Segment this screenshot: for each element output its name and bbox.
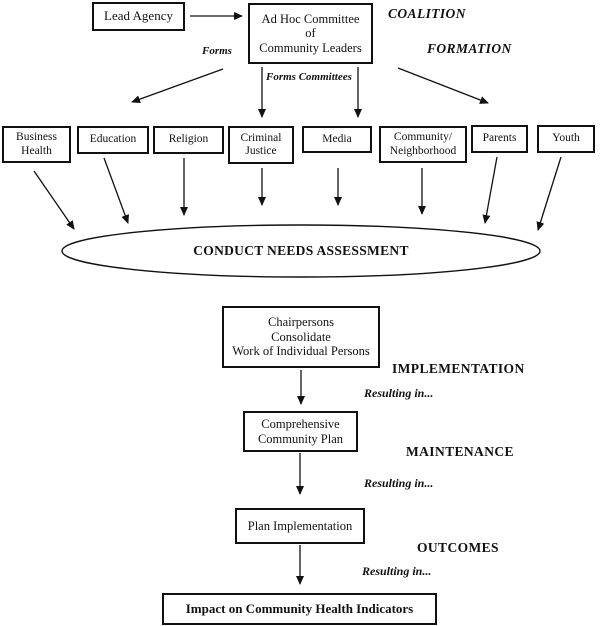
committee-label: Neighborhood bbox=[389, 144, 457, 157]
node-chairpersons: Chairpersons Consolidate Work of Individ… bbox=[222, 306, 380, 368]
node-ad-hoc-line1: Ad Hoc Committee bbox=[261, 11, 360, 26]
stage-label-implementation: IMPLEMENTATION bbox=[392, 361, 525, 376]
node-committee-business-health: Business Health bbox=[2, 126, 71, 163]
edge-label-resulting-in-3: Resulting in... bbox=[362, 564, 432, 578]
node-community-plan-line1: Comprehensive bbox=[261, 417, 340, 432]
node-committee-criminal-justice: Criminal Justice bbox=[228, 126, 294, 164]
committee-label: Community/ bbox=[393, 131, 453, 144]
arrow-business-to-ellipse bbox=[33, 170, 75, 230]
needs-assessment-ellipse bbox=[61, 224, 541, 278]
edge-label-forms-committees: Forms Committees bbox=[266, 71, 352, 83]
stage-label-outcomes: OUTCOMES bbox=[417, 540, 499, 555]
node-community-plan: Comprehensive Community Plan bbox=[243, 411, 358, 452]
node-chairpersons-line1: Chairpersons bbox=[268, 315, 334, 330]
stage-label-maintenance: MAINTENANCE bbox=[406, 444, 514, 459]
stage-label-coalition: COALITION bbox=[388, 6, 466, 21]
node-ad-hoc-line3: Community Leaders bbox=[259, 40, 362, 55]
edge-label-resulting-in-1: Resulting in... bbox=[364, 386, 434, 400]
arrow-parents-to-ellipse bbox=[482, 156, 498, 224]
node-committee-parents: Parents bbox=[471, 125, 528, 153]
committee-label: Youth bbox=[552, 132, 580, 145]
node-ad-hoc-line2: of bbox=[305, 26, 316, 41]
committee-label: Business bbox=[16, 131, 57, 144]
arrow-forms-left bbox=[131, 68, 224, 104]
committee-label: Media bbox=[322, 132, 352, 145]
node-chairpersons-line2: Consolidate bbox=[271, 329, 331, 344]
edge-label-forms: Forms bbox=[202, 45, 232, 57]
arrow-forms-right bbox=[397, 67, 489, 104]
node-plan-implementation-label: Plan Implementation bbox=[247, 518, 353, 533]
committee-label: Education bbox=[89, 133, 137, 146]
node-lead-agency-label: Lead Agency bbox=[104, 8, 173, 24]
node-impact-label: Impact on Community Health Indicators bbox=[185, 600, 414, 616]
node-committee-community-neighborhood: Community/ Neighborhood bbox=[379, 126, 467, 163]
node-plan-implementation: Plan Implementation bbox=[235, 508, 365, 544]
committee-label: Health bbox=[21, 144, 52, 157]
node-chairpersons-line3: Work of Individual Persons bbox=[232, 344, 370, 359]
node-needs-assessment-label: CONDUCT NEEDS ASSESSMENT bbox=[193, 243, 409, 258]
node-impact: Impact on Community Health Indicators bbox=[162, 593, 437, 625]
arrow-youth-to-ellipse bbox=[536, 156, 562, 231]
node-committee-education: Education bbox=[77, 126, 149, 154]
committee-label: Parents bbox=[482, 132, 517, 145]
committee-label: Religion bbox=[168, 133, 209, 146]
node-community-plan-line2: Community Plan bbox=[257, 431, 344, 446]
node-committee-religion: Religion bbox=[153, 126, 224, 154]
node-committee-media: Media bbox=[302, 126, 372, 153]
node-committee-youth: Youth bbox=[537, 125, 595, 153]
arrow-education-to-ellipse bbox=[103, 157, 129, 224]
node-ad-hoc-committee: Ad Hoc Committee of Community Leaders bbox=[248, 3, 373, 64]
edge-label-resulting-in-2: Resulting in... bbox=[364, 476, 434, 490]
node-lead-agency: Lead Agency bbox=[92, 2, 185, 31]
committee-label: Justice bbox=[245, 145, 277, 157]
committee-label: Criminal bbox=[240, 131, 282, 144]
stage-label-formation: FORMATION bbox=[427, 41, 512, 56]
